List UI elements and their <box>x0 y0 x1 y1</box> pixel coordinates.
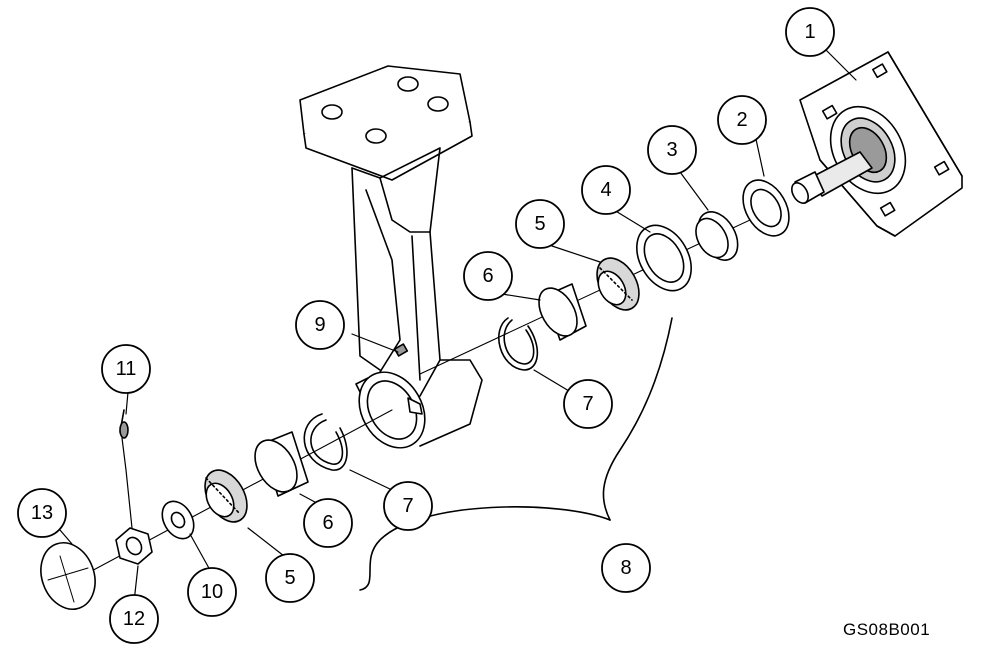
callout-11: 11 <box>116 358 137 380</box>
callout-6-lower: 6 <box>322 512 333 534</box>
flat-washer-part <box>161 500 195 540</box>
callout-5-upper: 5 <box>534 213 545 235</box>
callout-7-lower: 7 <box>402 495 413 517</box>
callout-13: 13 <box>31 502 53 524</box>
cotter-pin-part <box>119 409 133 529</box>
callout-8: 8 <box>620 557 631 579</box>
tapered-bearing-lower-part <box>204 469 248 523</box>
castle-nut-part <box>115 527 153 565</box>
figure-reference-code: GS08B001 <box>843 620 931 639</box>
tapered-bearing-upper-part <box>596 257 640 311</box>
snap-ring-lower-part <box>303 413 348 471</box>
leader-lines <box>59 49 857 603</box>
callout-9: 9 <box>314 314 325 336</box>
callout-12: 12 <box>123 608 145 630</box>
spindle-flange-part <box>791 51 963 237</box>
snap-ring-upper-part <box>498 317 539 371</box>
bracket-arm-part <box>299 65 483 449</box>
callout-6-upper: 6 <box>482 265 493 287</box>
seal-ring-part <box>742 179 790 237</box>
grease-fitting-part <box>393 343 409 357</box>
callout-7-upper: 7 <box>582 393 593 415</box>
bearing-cup-upper-part <box>538 283 587 341</box>
callout-circles <box>17 7 835 644</box>
callout-3: 3 <box>666 139 677 161</box>
seal-washer-part <box>636 224 692 292</box>
callout-4: 4 <box>600 179 611 201</box>
bearing-cup-lower-part <box>254 431 309 497</box>
callout-1: 1 <box>804 21 815 43</box>
callout-2: 2 <box>736 109 747 131</box>
dust-cap-part <box>40 542 96 610</box>
bearing-ring-part <box>695 211 739 261</box>
callout-5-lower: 5 <box>284 567 295 589</box>
callout-10: 10 <box>201 581 223 603</box>
